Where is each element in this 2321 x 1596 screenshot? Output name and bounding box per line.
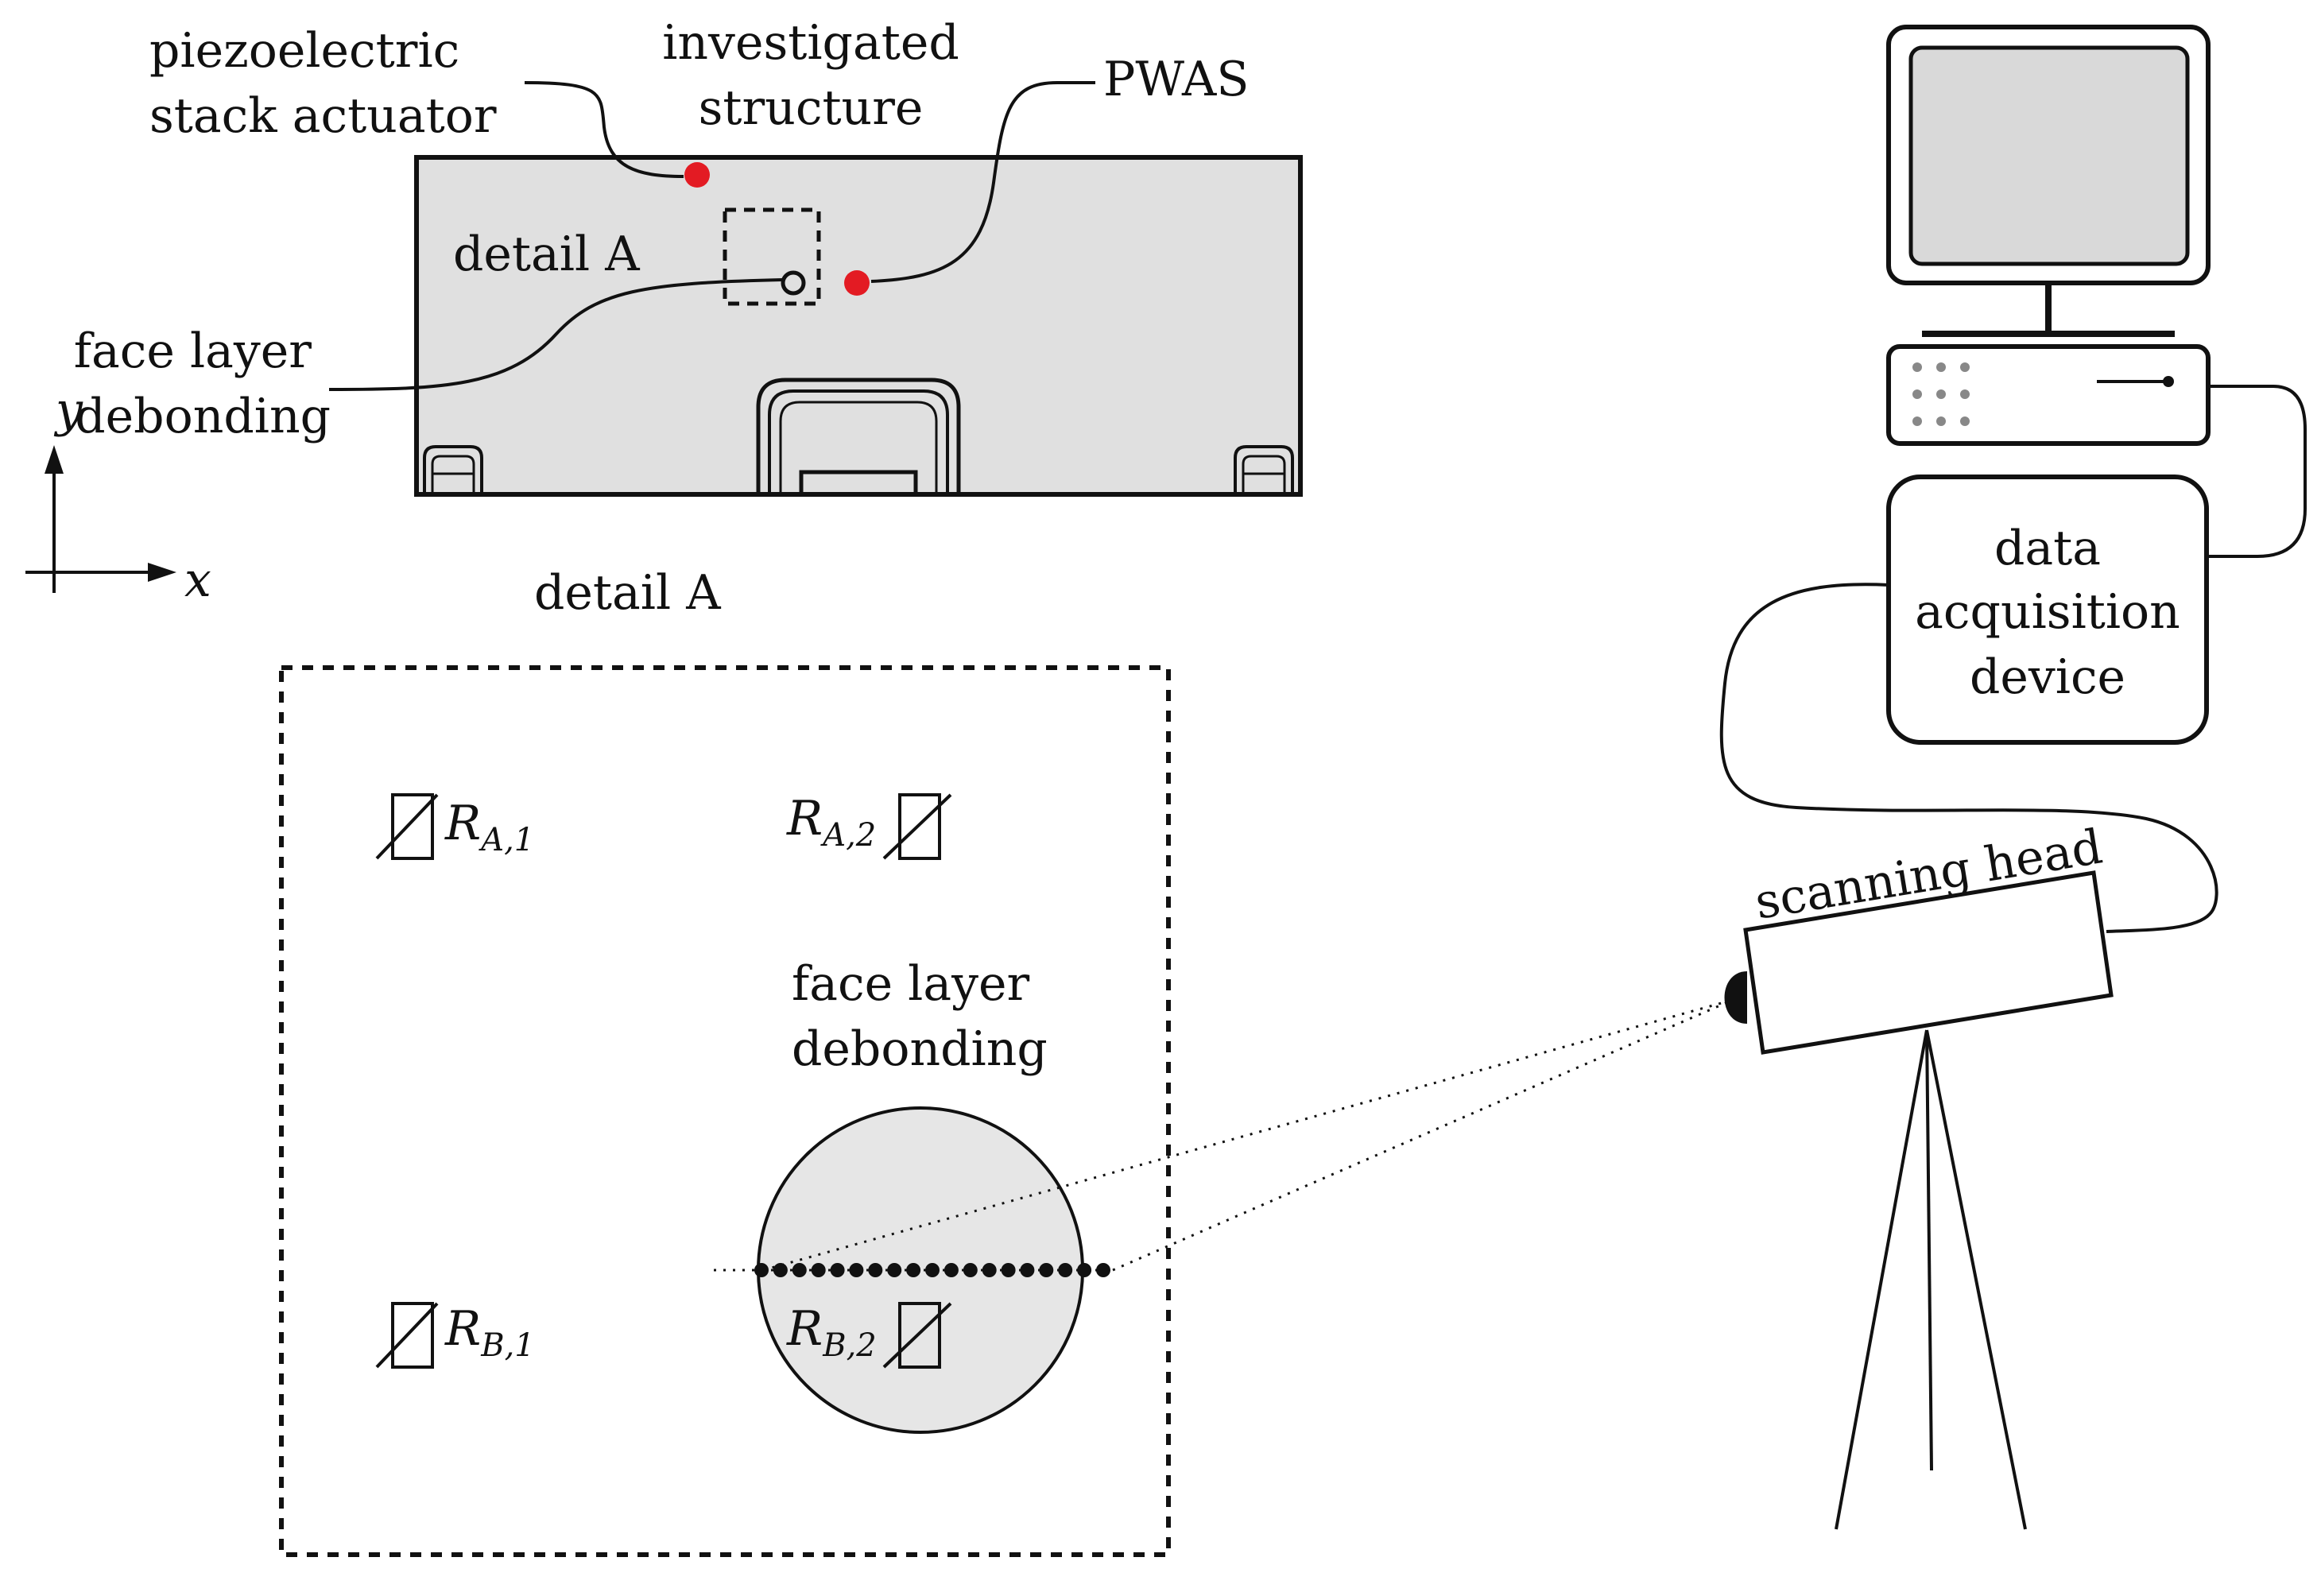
pwas-leader <box>870 81 1095 283</box>
structure-label-line1: investigated <box>662 15 959 71</box>
tripod-leg-center <box>1925 1029 1933 1471</box>
sensor-rb1-label: RB,1 <box>444 1301 535 1364</box>
scan-point <box>1096 1263 1110 1277</box>
scan-point <box>849 1263 864 1277</box>
sensor-ra1-label: RA,1 <box>444 796 534 858</box>
cable-daq-scanner <box>1719 583 2218 933</box>
scan-point <box>1077 1263 1092 1277</box>
cable-computer-daq <box>2208 385 2307 558</box>
laser-beam-far <box>1112 998 1734 1272</box>
pwas-label: PWAS <box>1103 52 1250 107</box>
scan-point <box>754 1263 769 1277</box>
sensor-ra2-slash <box>882 793 952 860</box>
actuator-dot <box>684 162 710 188</box>
sensor-rb1: RB,1 <box>375 1301 535 1369</box>
tripod-leg-left <box>1835 1029 1928 1530</box>
y-axis-arrowhead <box>45 445 64 474</box>
scan-point <box>830 1263 845 1277</box>
actuator-label-line1: piezoelectric <box>149 23 459 79</box>
scan-point <box>925 1263 940 1277</box>
center-bracket-inner <box>768 389 949 494</box>
daq-box <box>1886 475 2209 745</box>
left-clip-inner <box>431 455 475 494</box>
debond-label-line2: debonding <box>75 389 331 444</box>
sensor-ra1: RA,1 <box>375 793 534 860</box>
scan-point <box>1039 1263 1054 1277</box>
right-clip <box>1234 445 1294 494</box>
sensor-ra2-box <box>898 793 941 860</box>
pwas-dot <box>844 270 870 296</box>
sensor-rb2-label: RB,2 <box>786 1301 877 1364</box>
center-bracket-slot <box>799 470 918 497</box>
detail-a-frame <box>279 665 1171 1557</box>
scanner-body <box>1743 870 2114 1055</box>
scan-point <box>982 1263 997 1277</box>
x-axis-arrowhead <box>148 563 176 582</box>
data-acquisition-device: data acquisition device <box>1886 475 2209 745</box>
detail-a-title: detail A <box>534 565 721 621</box>
debonding-small-circle <box>781 270 806 296</box>
x-axis-label: x <box>184 552 211 608</box>
actuator-label-line2: stack actuator <box>149 88 497 144</box>
sensor-rb2-slash <box>882 1302 952 1369</box>
debond-detail-label-line1: face layer <box>792 956 1030 1012</box>
left-clip <box>423 445 483 494</box>
y-axis-label: y <box>53 382 83 438</box>
tripod <box>1835 1029 2027 1530</box>
detail-a-small-label: detail A <box>453 227 640 282</box>
scan-points <box>754 1263 1110 1277</box>
sensor-rb1-box <box>391 1302 434 1369</box>
actuator-leader <box>524 81 684 178</box>
scanner-lens <box>1724 971 1747 1024</box>
scan-point <box>773 1263 788 1277</box>
scanning-head: scanning head <box>1724 819 2114 1055</box>
scan-point <box>1001 1263 1016 1277</box>
center-bracket <box>756 378 961 494</box>
tripod-leg-right <box>1925 1029 2027 1530</box>
case-power-led <box>2163 376 2174 387</box>
structure-label-line2: structure <box>699 80 924 136</box>
case-vent-dots <box>1912 362 1970 426</box>
scan-point <box>1058 1263 1073 1277</box>
scan-point <box>906 1263 921 1277</box>
debond-leader <box>328 278 783 391</box>
debond-detail-label-line2: debonding <box>792 1021 1048 1077</box>
sensor-ra1-box <box>391 793 434 860</box>
right-clip-inner <box>1242 455 1286 494</box>
scan-point <box>944 1263 959 1277</box>
coordinate-axes: y x <box>25 382 211 608</box>
structure-plate <box>414 155 1303 497</box>
sensor-ra2-label: RA,2 <box>786 791 876 854</box>
daq-label-line2: acquisition <box>1915 584 2180 640</box>
daq-label-line1: data <box>1994 521 2101 576</box>
computer <box>1886 25 2211 446</box>
sensor-rb2: RB,2 <box>786 1301 952 1369</box>
scan-point <box>792 1263 807 1277</box>
investigated-structure: piezoelectric stack actuator investigate… <box>74 15 1303 497</box>
daq-label-line3: device <box>1970 649 2125 705</box>
scan-point <box>1020 1263 1035 1277</box>
sensor-ra1-slash <box>375 793 439 860</box>
scan-point <box>811 1263 826 1277</box>
scan-point <box>963 1263 978 1277</box>
debond-label-line1: face layer <box>74 323 312 379</box>
scan-point <box>887 1263 902 1277</box>
monitor-screen <box>1908 45 2190 266</box>
detail-a-marker-box <box>723 207 821 306</box>
sensor-rb2-box <box>898 1302 941 1369</box>
sensor-rb1-slash <box>375 1302 439 1369</box>
detail-a-panel: detail A face layer debonding RA,1 RA,2 … <box>279 565 1171 1557</box>
sensor-ra2: RA,2 <box>786 791 952 860</box>
center-bracket-inner2 <box>779 401 938 494</box>
scan-point <box>868 1263 883 1277</box>
